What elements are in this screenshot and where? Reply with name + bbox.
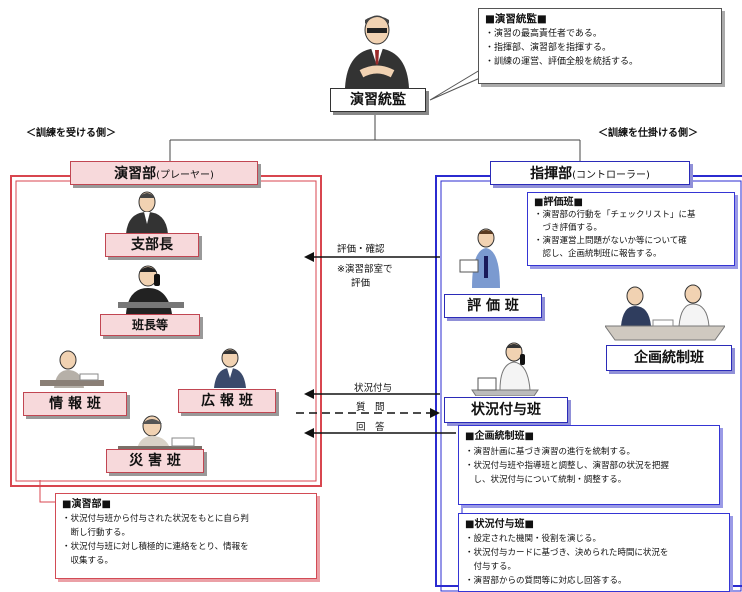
supervisor-note: ■演習統監■ ・演習の最高責任者である。 ・指揮部、演習部を指揮する。 ・訓練の… bbox=[478, 8, 722, 84]
unit-info: 情 報 班 bbox=[23, 392, 127, 416]
unit-situation: 状況付与班 bbox=[444, 397, 568, 423]
evaluation-note-line: づき評価する。 bbox=[534, 223, 603, 233]
arrow-label-eval-confirm: 評価・確認 bbox=[337, 244, 385, 255]
exercise-dept-title-sub: (プレーヤー) bbox=[156, 170, 214, 181]
planning-note-line: ・状況付与班や指導班と調整し、演習部の状況を把握 bbox=[465, 461, 670, 471]
arrow-label-question: 質 問 bbox=[356, 402, 385, 413]
planning-meeting-icon bbox=[605, 282, 725, 342]
evaluation-note-line: ・演習部の行動を「チェックリスト」に基 bbox=[534, 210, 696, 220]
info-desk-person-icon bbox=[40, 348, 104, 390]
command-dept-title-main: 指揮部 bbox=[530, 166, 573, 182]
side-label-left: ＜訓練を受ける側＞ bbox=[26, 128, 116, 139]
situation-note-line: 付与する。 bbox=[465, 562, 517, 572]
exercise-dept-note-line: ・状況付与班に対し積極的に連絡をとり、情報を bbox=[62, 542, 249, 552]
exercise-dept-note-line: 断し行動する。 bbox=[62, 528, 131, 538]
unit-planning: 企画統制班 bbox=[606, 345, 732, 371]
supervisor-note-line: ・訓練の運営、評価全般を統括する。 bbox=[485, 57, 639, 67]
disaster-desk-person-icon bbox=[118, 412, 202, 454]
situation-person-icon bbox=[470, 340, 540, 396]
arrow-label-answer: 回 答 bbox=[356, 422, 385, 433]
branch-chief-person-icon bbox=[122, 188, 172, 234]
exercise-dept-title: 演習部(プレーヤー) bbox=[70, 161, 258, 185]
planning-note-line: し、状況付与について統制・調整する。 bbox=[465, 475, 627, 485]
supervisor-note-line: ・演習の最高責任者である。 bbox=[485, 29, 602, 39]
situation-note: ■状況付与班■ ・設定された機関・役割を演じる。 ・状況付与カードに基づき、決め… bbox=[458, 513, 730, 592]
planning-note-heading: ■企画統制班■ bbox=[465, 431, 534, 442]
arrow-label-situation: 状況付与 bbox=[354, 383, 393, 394]
command-dept-title-sub: (コントローラー) bbox=[572, 170, 650, 181]
unit-evaluation: 評 価 班 bbox=[444, 294, 542, 318]
exercise-dept-note-line: 収集する。 bbox=[62, 556, 114, 566]
supervisor-note-line: ・指揮部、演習部を指揮する。 bbox=[485, 43, 612, 53]
command-dept-title: 指揮部(コントローラー) bbox=[490, 161, 690, 185]
planning-note-line: ・演習計画に基づき演習の進行を統制する。 bbox=[465, 447, 636, 457]
exercise-dept-note-heading: ■演習部■ bbox=[62, 499, 111, 510]
supervisor-person-icon bbox=[337, 8, 417, 88]
evaluation-note-line: ・演習運営上問題がないか等について確 bbox=[534, 236, 687, 246]
pr-person-icon bbox=[200, 346, 256, 388]
unit-disaster: 災 害 班 bbox=[106, 449, 204, 473]
evaluation-note-heading: ■評価班■ bbox=[534, 197, 583, 208]
exercise-dept-note: ■演習部■ ・状況付与班から付与された状況をもとに自ら判 断し行動する。 ・状況… bbox=[55, 493, 317, 579]
unit-section-chiefs: 班長等 bbox=[100, 314, 200, 336]
exercise-dept-title-main: 演習部 bbox=[114, 166, 157, 182]
unit-pr: 広 報 班 bbox=[178, 389, 276, 413]
supervisor-label: 演習統監 bbox=[330, 88, 426, 112]
situation-note-heading: ■状況付与班■ bbox=[465, 519, 534, 530]
phone-person-icon bbox=[118, 262, 184, 314]
situation-note-line: ・状況付与カードに基づき、決められた時間に状況を bbox=[465, 548, 669, 558]
exercise-dept-note-line: ・状況付与班から付与された状況をもとに自ら判 bbox=[62, 514, 249, 524]
arrow-label-eval-note-2: 評価 bbox=[351, 278, 371, 289]
supervisor-note-heading: ■演習統監■ bbox=[485, 13, 547, 25]
unit-branch-chief: 支部長 bbox=[105, 233, 199, 257]
evaluator-person-icon bbox=[454, 226, 510, 288]
planning-note: ■企画統制班■ ・演習計画に基づき演習の進行を統制する。 ・状況付与班や指導班と… bbox=[458, 425, 720, 505]
side-label-right: ＜訓練を仕掛ける側＞ bbox=[598, 128, 698, 139]
evaluation-note-line: 認し、企画統制班に報告する。 bbox=[534, 249, 662, 259]
situation-note-line: ・演習部からの質問等に対応し回答する。 bbox=[465, 576, 627, 586]
evaluation-note: ■評価班■ ・演習部の行動を「チェックリスト」に基 づき評価する。 ・演習運営上… bbox=[527, 192, 735, 266]
arrow-label-eval-note: ※演習部室で bbox=[337, 264, 393, 275]
situation-note-line: ・設定された機関・役割を演じる。 bbox=[465, 534, 602, 544]
